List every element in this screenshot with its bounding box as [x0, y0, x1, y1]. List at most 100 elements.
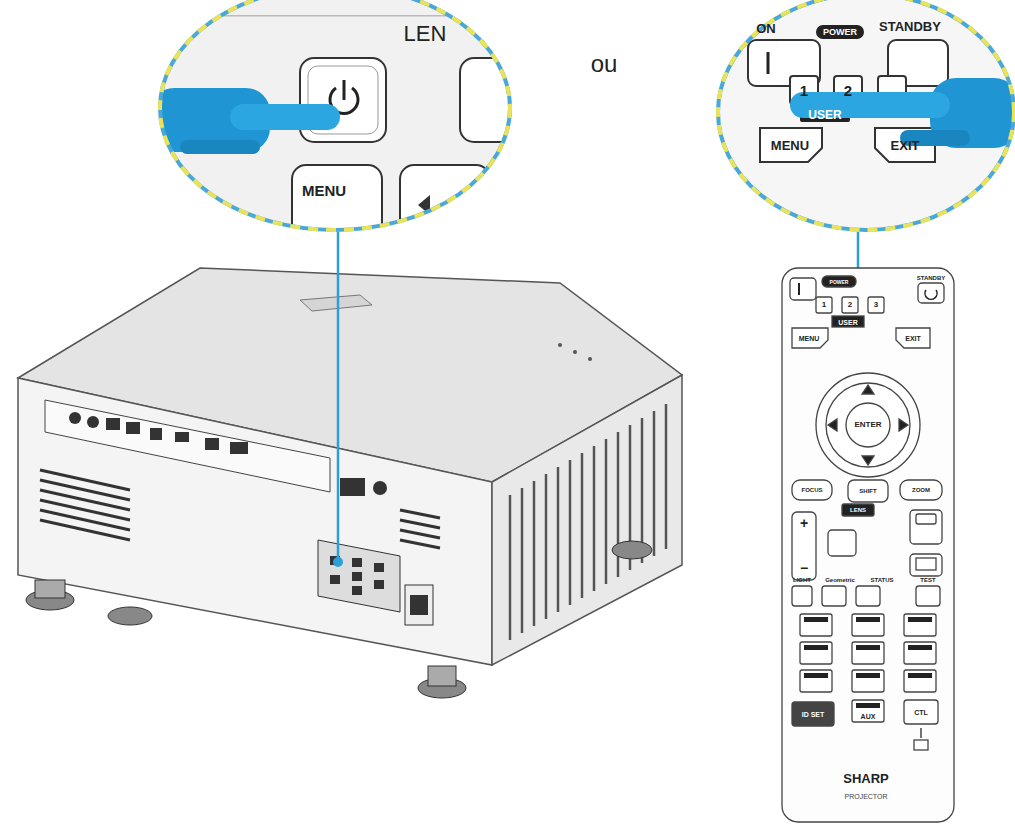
remote-control — [790, 278, 816, 300]
projector-body — [573, 350, 577, 354]
remote-callout — [767, 52, 770, 74]
remote-control — [800, 642, 832, 664]
remote-control — [852, 700, 884, 722]
remote-control — [910, 510, 942, 544]
button-label: FOCUS — [802, 487, 823, 493]
front-vents — [40, 500, 130, 520]
button-label: ENTER — [854, 421, 881, 429]
connector-panel — [87, 416, 99, 428]
keypad — [352, 572, 362, 581]
projector-body — [558, 343, 562, 347]
front-vents — [40, 520, 130, 540]
projector-feet — [108, 607, 152, 625]
connector-panel — [340, 478, 365, 496]
remote-control — [862, 385, 874, 394]
leader-line — [338, 230, 858, 560]
callout-ring — [160, 0, 510, 230]
keypad — [374, 563, 384, 572]
connector-panel — [175, 432, 189, 442]
button-label: 2 — [848, 301, 852, 309]
remote-control — [782, 268, 954, 822]
remote-control — [916, 586, 940, 606]
remote-control — [792, 702, 834, 726]
button-label: STANDBY — [917, 275, 946, 281]
remote-callout — [816, 25, 864, 39]
button-label: MENU — [771, 139, 809, 152]
keypad — [330, 575, 340, 584]
keypad — [374, 580, 384, 589]
side-vents — [569, 460, 572, 605]
connector-panel — [230, 442, 248, 454]
side-vents — [653, 411, 656, 556]
connector-panel — [126, 422, 140, 434]
remote-control — [856, 617, 880, 622]
remote-callout — [700, 0, 1015, 240]
remote-control — [896, 328, 930, 348]
remote-control — [920, 728, 922, 738]
remote-control — [925, 290, 937, 299]
pointing-hand — [150, 88, 340, 154]
remote-control — [826, 383, 910, 467]
panel-callout — [343, 80, 346, 100]
keypad — [352, 586, 362, 595]
remote-control — [800, 670, 832, 692]
button-label: POWER — [823, 28, 857, 37]
projector-feet — [612, 541, 652, 559]
remote-control — [900, 480, 942, 500]
remote-control — [908, 617, 932, 622]
remote-control — [792, 480, 832, 500]
remote-control — [842, 504, 874, 516]
button-label: Geometric — [825, 577, 855, 583]
remote-control — [914, 740, 928, 750]
side-vents — [605, 439, 608, 584]
remote-control — [828, 419, 837, 431]
remote-control — [856, 703, 880, 708]
panel-callout — [292, 165, 382, 245]
front-vents — [400, 520, 440, 528]
keypad — [318, 540, 400, 612]
remote-control — [804, 617, 828, 622]
front-vents — [400, 530, 440, 538]
remote-control — [846, 403, 890, 447]
leader-line — [337, 232, 340, 560]
connector-panel — [373, 481, 387, 495]
remote-control — [792, 586, 812, 606]
product-name: PROJECTOR — [844, 793, 887, 800]
remote-control — [800, 614, 832, 636]
callout-ring — [160, 0, 510, 230]
remote-control — [804, 673, 828, 678]
remote-callout — [760, 128, 822, 162]
button-label: STANDBY — [879, 20, 941, 33]
remote-control — [856, 645, 880, 650]
remote-control — [916, 514, 936, 524]
button-label: USER — [808, 109, 841, 121]
button-label: EXIT — [905, 335, 921, 342]
side-vents — [665, 404, 668, 549]
remote-control — [782, 268, 954, 822]
remote-callout — [700, 0, 1015, 240]
button-label: SHIFT — [859, 488, 876, 494]
keypad — [410, 595, 428, 615]
remote-control — [852, 642, 884, 664]
callout-ring — [718, 0, 1014, 230]
projector-body — [492, 375, 682, 665]
remote-control — [832, 316, 864, 327]
button-label: STATUS — [870, 577, 893, 583]
projector-feet — [428, 666, 456, 686]
projector-feet — [35, 580, 65, 598]
remote-control — [918, 283, 944, 303]
remote-control — [904, 614, 936, 636]
button-label: 1 — [800, 83, 808, 98]
remote-control — [828, 530, 856, 556]
connector-panel — [150, 428, 162, 440]
projector-body — [18, 268, 682, 665]
remote-control — [899, 419, 908, 431]
remote-control — [804, 617, 932, 708]
callout-ring — [718, 0, 1014, 230]
remote-control — [852, 614, 884, 636]
side-vents — [509, 495, 512, 640]
side-vents — [641, 418, 644, 563]
remote-control — [904, 642, 936, 664]
side-vents — [581, 453, 584, 598]
